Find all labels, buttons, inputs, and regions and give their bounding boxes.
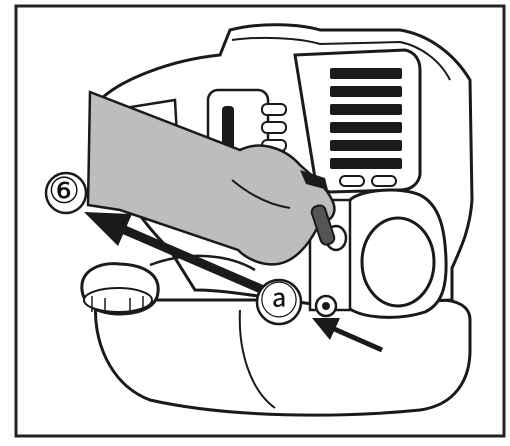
choke-lever: [300, 170, 328, 190]
lever-rod: [310, 204, 336, 246]
fuel-line: [149, 254, 256, 272]
hand-illustration: [86, 90, 336, 266]
figure-frame: [14, 4, 506, 438]
tank-body: [93, 298, 472, 417]
part-callout: ⓐ: [260, 279, 299, 323]
tank-ridge: [238, 309, 276, 409]
arrow-pull: [84, 212, 270, 297]
callout-a-circle: [255, 278, 303, 326]
callout-6-circle: [44, 171, 88, 215]
fuel-cap: [80, 262, 160, 316]
finger-line: [231, 179, 291, 209]
step-callout: ⑥: [48, 171, 81, 212]
housing-top-inner: [231, 36, 451, 81]
arrow-point: [312, 318, 384, 353]
cooling-vents: [293, 48, 422, 194]
starter-cover: [336, 188, 448, 319]
